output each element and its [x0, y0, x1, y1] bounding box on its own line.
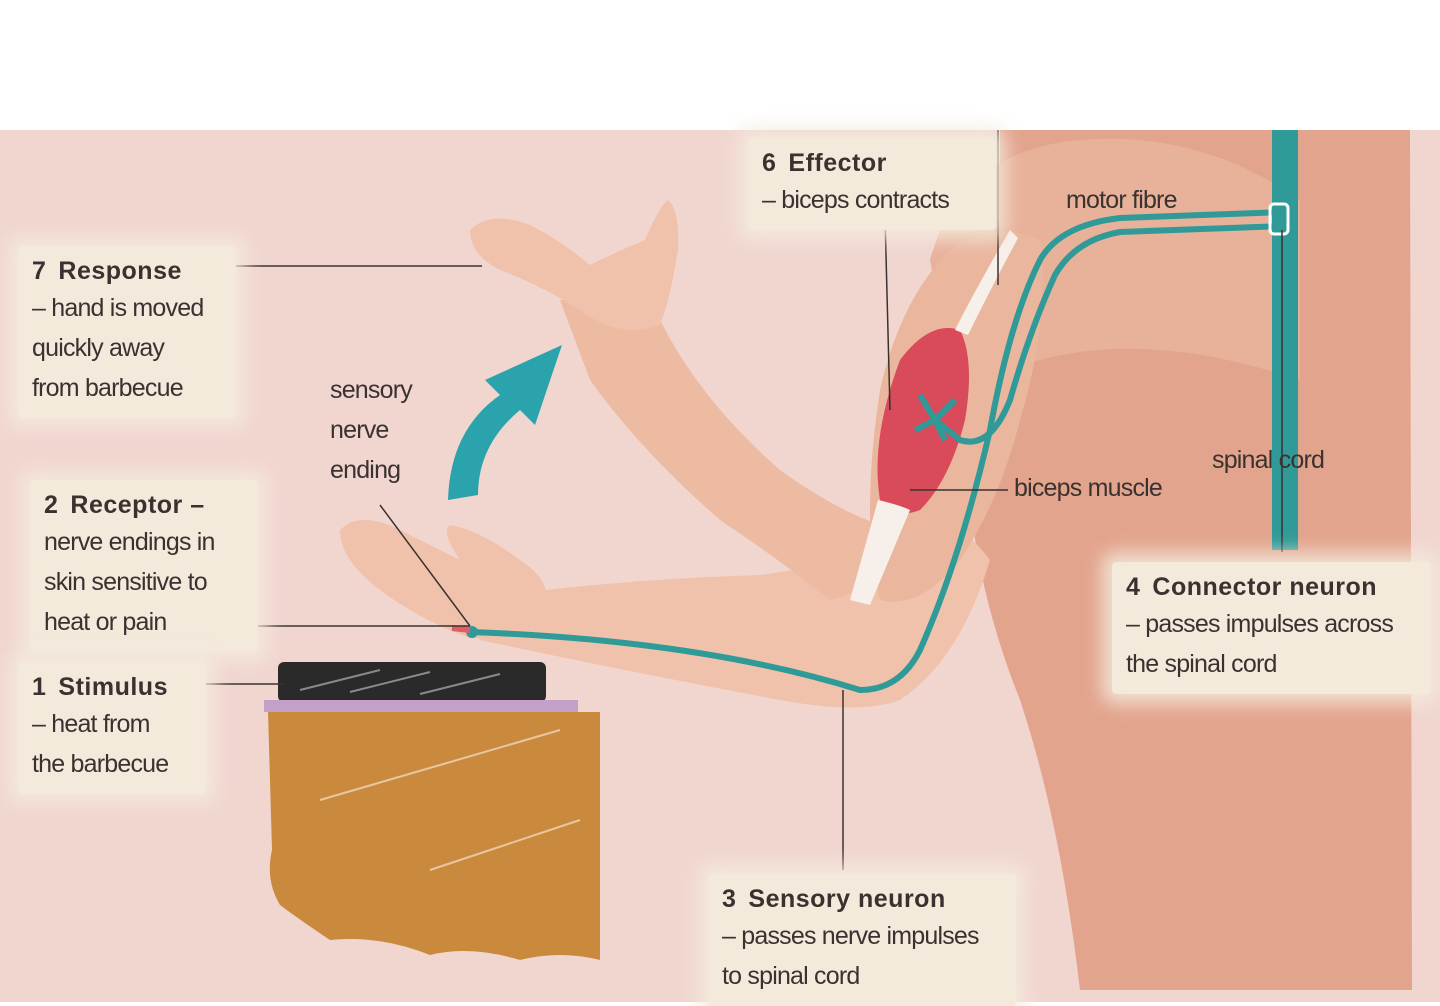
label-spinal-cord: spinal cord	[1212, 446, 1325, 474]
biceps-tendon-upper	[955, 230, 1018, 335]
receptor-line-2: skin sensitive to	[44, 568, 208, 596]
connector-title: Connector neuron	[1152, 573, 1378, 601]
receptor-line-1: nerve endings in	[44, 528, 215, 556]
barbecue-rim	[264, 700, 578, 712]
response-line-2: quickly away	[32, 334, 165, 362]
stimulus-number: 1	[32, 673, 47, 701]
effector-number: 6	[762, 149, 777, 177]
sensory-ending-line-2: nerve	[330, 416, 389, 444]
label-sensory-nerve-ending: sensory nerve ending	[330, 370, 413, 490]
label-stimulus: 1 Stimulus – heat from the barbecue	[18, 662, 206, 794]
label-response: 7 Response – hand is moved quickly away f…	[18, 246, 236, 418]
response-number: 7	[32, 257, 47, 285]
sensory-line-2: to spinal cord	[722, 962, 860, 990]
spinal-cord	[1272, 130, 1298, 550]
barbecue-grill-top	[278, 662, 546, 702]
connector-line-2: the spinal cord	[1126, 650, 1277, 678]
sensory-neuron-path	[469, 209, 1286, 694]
label-effector: 6 Effector – biceps contracts	[748, 138, 996, 230]
effector-line-1: – biceps contracts	[762, 186, 950, 214]
grill-shine	[299, 669, 501, 695]
receptor-line-3: heat or pain	[44, 608, 167, 636]
hand-raised	[470, 200, 679, 330]
motor-fibre-path	[933, 223, 1286, 445]
stimulus-title: Stimulus	[58, 673, 168, 701]
receptor-title: Receptor –	[70, 491, 205, 519]
movement-arrow-icon	[448, 345, 562, 500]
box-shine	[319, 729, 581, 871]
response-title: Response	[58, 257, 182, 285]
sensory-ending-line-1: sensory	[330, 376, 413, 404]
sensory-line-1: – passes nerve impulses	[722, 922, 980, 950]
skin-heat-mark	[451, 625, 471, 633]
connector-line-1: – passes impulses across	[1126, 610, 1394, 638]
response-line-3: from barbecue	[32, 374, 184, 402]
stimulus-line-2: the barbecue	[32, 750, 169, 778]
sensory-title: Sensory neuron	[748, 885, 946, 913]
motor-end-branches	[913, 393, 958, 442]
connector-neuron-junction	[1268, 202, 1290, 236]
hand-resting	[340, 520, 547, 639]
receptor-number: 2	[44, 491, 59, 519]
label-connector-neuron: 4 Connector neuron – passes impulses acro…	[1112, 562, 1430, 694]
leader-lines	[175, 130, 1283, 870]
label-receptor: 2 Receptor – nerve endings in skin sensit…	[30, 480, 258, 652]
barbecue-box	[268, 712, 600, 960]
label-motor-fibre: motor fibre	[1066, 186, 1177, 214]
biceps-tendon-lower	[850, 500, 910, 605]
response-line-1: – hand is moved	[32, 294, 204, 322]
stimulus-line-1: – heat from	[32, 710, 150, 738]
biceps-muscle-shape	[877, 328, 969, 514]
sensory-ending-line-3: ending	[330, 456, 401, 484]
sensory-number: 3	[722, 885, 737, 913]
forearm-raised	[560, 300, 900, 600]
connector-number: 4	[1126, 573, 1141, 601]
effector-title: Effector	[788, 149, 887, 177]
label-biceps-muscle: biceps muscle	[1014, 474, 1163, 502]
